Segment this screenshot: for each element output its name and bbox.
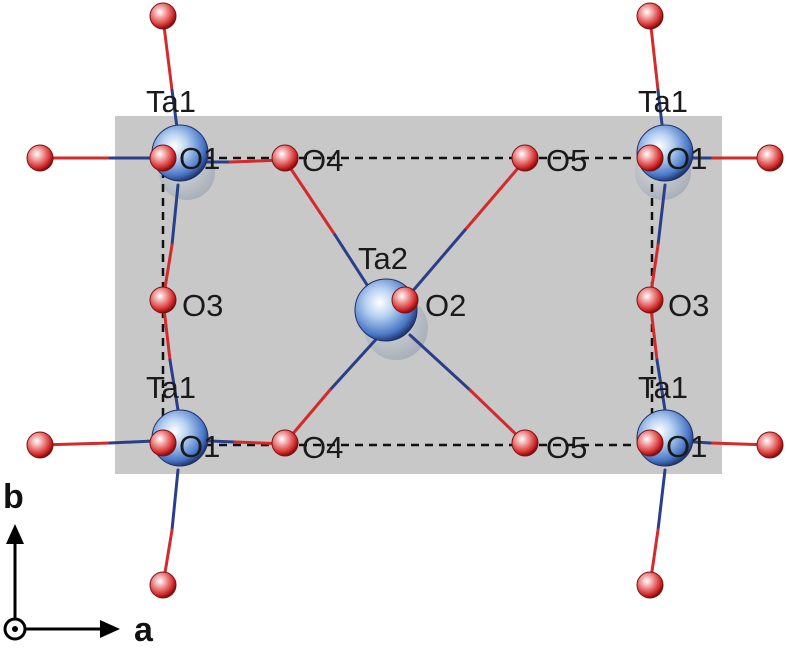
label-o3: O3 bbox=[182, 288, 223, 323]
o-atom bbox=[26, 431, 54, 459]
o-atom bbox=[149, 144, 177, 172]
o-atom bbox=[756, 431, 784, 459]
label-o1: O1 bbox=[666, 429, 707, 464]
dashed-lines bbox=[161, 156, 654, 447]
o-atoms bbox=[26, 2, 784, 599]
o-atom bbox=[271, 429, 299, 457]
ta-atoms bbox=[151, 124, 694, 467]
label-ta1: Ta1 bbox=[146, 84, 196, 119]
label-ta1: Ta1 bbox=[638, 370, 688, 405]
o-atom bbox=[511, 144, 539, 172]
label-o2: O2 bbox=[425, 288, 466, 323]
label-o1: O1 bbox=[179, 141, 220, 176]
axis-label-b: b bbox=[3, 478, 24, 516]
a-axis-arrowhead bbox=[100, 620, 120, 638]
label-o1: O1 bbox=[179, 429, 220, 464]
label-o5: O5 bbox=[546, 430, 587, 465]
o-atom bbox=[391, 286, 419, 314]
label-o3: O3 bbox=[668, 288, 709, 323]
o-atom bbox=[271, 144, 299, 172]
o-atom bbox=[149, 2, 177, 30]
circle-dot-icon bbox=[3, 617, 27, 641]
o-atom bbox=[636, 429, 664, 457]
label-o4: O4 bbox=[302, 430, 343, 465]
o-atom bbox=[149, 571, 177, 599]
label-o4: O4 bbox=[302, 143, 343, 178]
label-o1: O1 bbox=[666, 141, 707, 176]
atom-labels: Ta1 Ta1 Ta1 Ta1 Ta2 O1 O1 O1 O1 O2 O3 O3… bbox=[146, 84, 709, 465]
o-atom bbox=[636, 571, 664, 599]
o-atom bbox=[26, 144, 54, 172]
o-atom bbox=[511, 429, 539, 457]
label-o5: O5 bbox=[546, 143, 587, 178]
o-atom bbox=[756, 144, 784, 172]
o-atom bbox=[149, 429, 177, 457]
axis-indicator: b a bbox=[3, 478, 154, 649]
o-atom bbox=[636, 2, 664, 30]
label-ta1: Ta1 bbox=[638, 84, 688, 119]
b-axis-arrowhead bbox=[6, 524, 24, 544]
o-atom bbox=[149, 286, 177, 314]
label-ta1: Ta1 bbox=[146, 370, 196, 405]
o-atom bbox=[636, 286, 664, 314]
o-atom bbox=[636, 144, 664, 172]
unit-cell-projection bbox=[115, 116, 722, 474]
axis-label-a: a bbox=[134, 611, 154, 645]
label-ta2: Ta2 bbox=[358, 241, 408, 276]
